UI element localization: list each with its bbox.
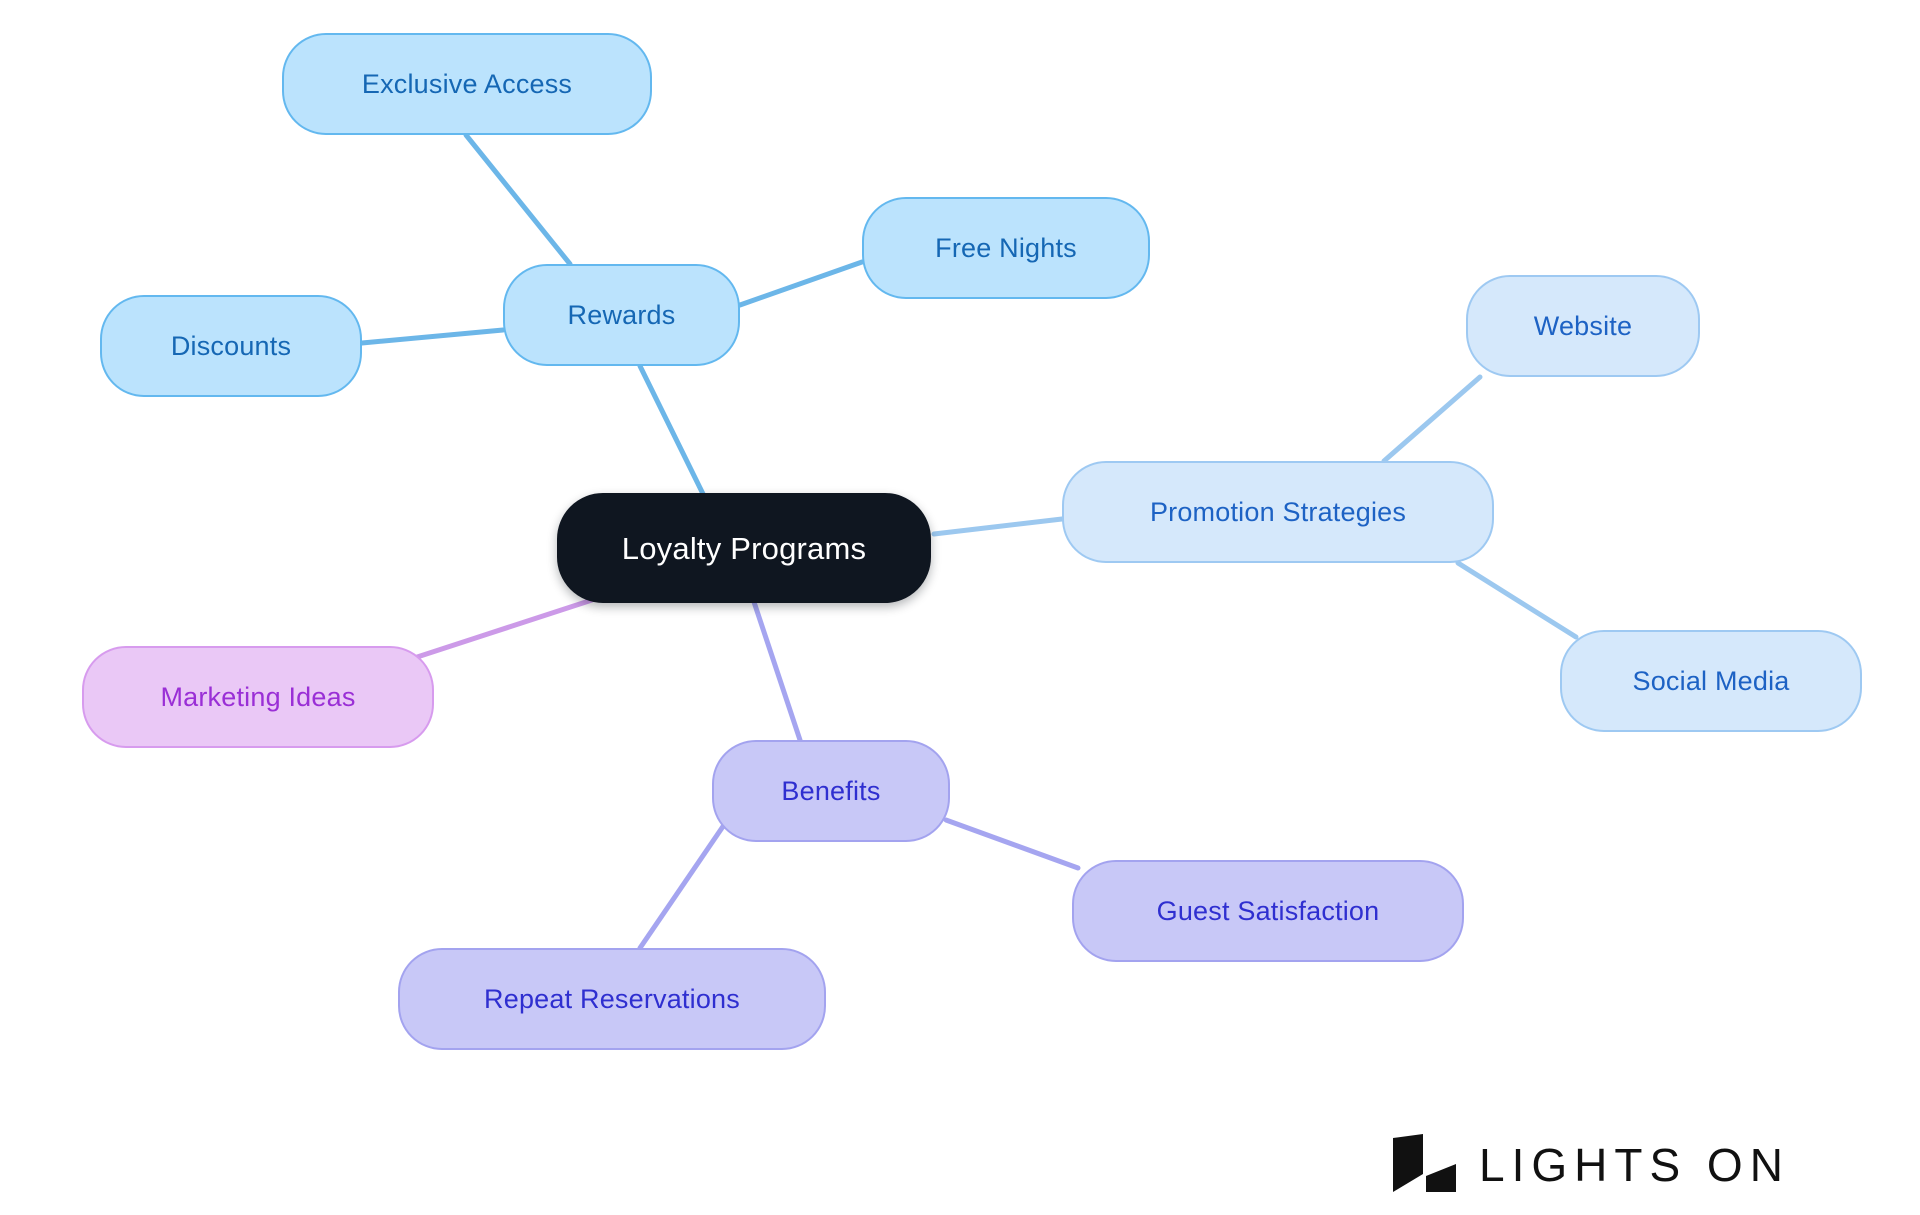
node-promotion-strategies[interactable]: Promotion Strategies — [1062, 461, 1494, 563]
node-label: Benefits — [781, 775, 881, 806]
edge-promotion-social-media — [1455, 560, 1579, 640]
node-exclusive-access[interactable]: Exclusive Access — [282, 33, 652, 135]
edge-root-benefits — [751, 599, 803, 743]
node-label: Exclusive Access — [361, 68, 573, 99]
node-label: Marketing Ideas — [160, 681, 356, 712]
edge-benefits-guest-satisfaction — [943, 817, 1081, 871]
edge-benefits-repeat-reservations — [637, 819, 729, 951]
edge-root-marketing-ideas — [405, 597, 595, 663]
lights-on-logo: LIGHTS ON — [1393, 1129, 1853, 1201]
node-label: Guest Satisfaction — [1156, 895, 1380, 926]
node-guest-satisfaction[interactable]: Guest Satisfaction — [1072, 860, 1464, 962]
node-label: Website — [1533, 310, 1633, 341]
edge-root-promotion-strategies — [931, 516, 1065, 537]
edge-rewards-exclusive-access — [463, 132, 573, 267]
node-label: Repeat Reservations — [484, 983, 740, 1014]
edge-promotion-website — [1381, 374, 1483, 464]
lights-on-logo-text: LIGHTS ON — [1479, 1139, 1790, 1191]
node-free-nights[interactable]: Free Nights — [862, 197, 1150, 299]
node-label: Rewards — [567, 299, 676, 330]
edge-root-rewards — [637, 363, 709, 503]
edge-rewards-free-nights — [737, 259, 865, 308]
node-social-media[interactable]: Social Media — [1560, 630, 1862, 732]
node-label: Social Media — [1632, 665, 1790, 696]
node-label: Discounts — [170, 330, 292, 361]
node-website[interactable]: Website — [1466, 275, 1700, 377]
node-benefits[interactable]: Benefits — [712, 740, 950, 842]
node-label: Free Nights — [935, 232, 1077, 263]
lights-on-logo-mark — [1393, 1134, 1456, 1192]
node-label: Promotion Strategies — [1149, 496, 1407, 527]
node-repeat-reservations[interactable]: Repeat Reservations — [398, 948, 826, 1050]
node-rewards[interactable]: Rewards — [503, 264, 740, 366]
node-discounts[interactable]: Discounts — [100, 295, 362, 397]
node-label: Loyalty Programs — [621, 530, 867, 566]
edge-rewards-discounts — [359, 327, 506, 346]
node-marketing-ideas[interactable]: Marketing Ideas — [82, 646, 434, 748]
node-loyalty-programs-root[interactable]: Loyalty Programs — [557, 493, 931, 603]
